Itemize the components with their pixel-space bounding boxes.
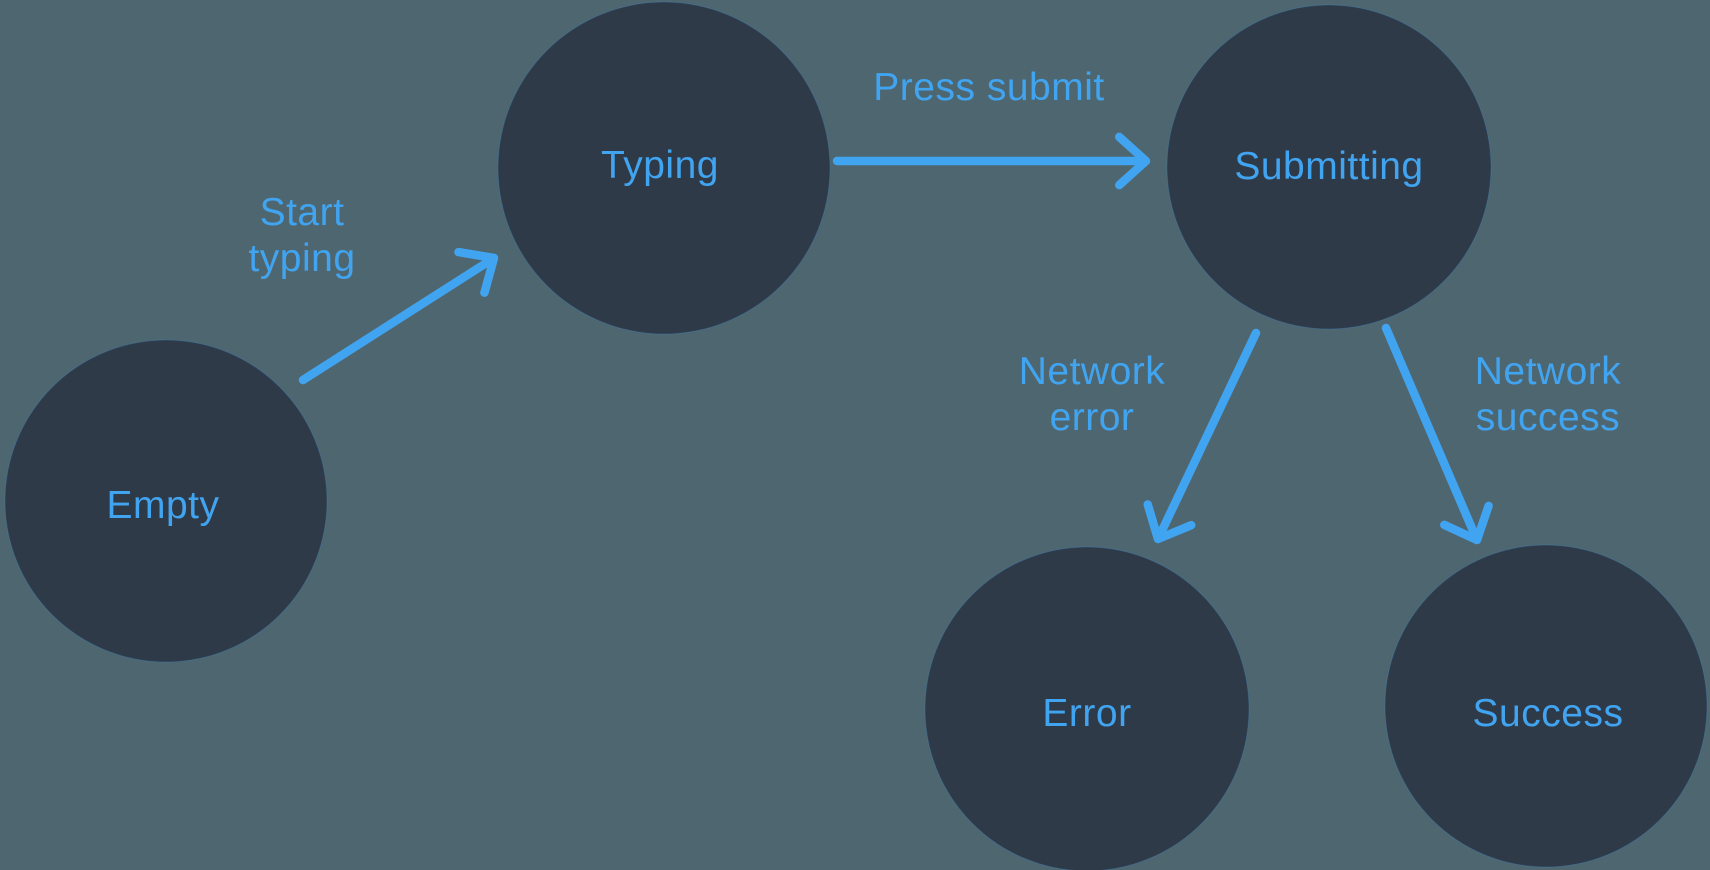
- transition-label-network-success-line1: Network: [1475, 350, 1622, 393]
- transition-label-network-error-line1: Network: [1019, 350, 1166, 393]
- state-node-success: [1384, 544, 1708, 868]
- state-success: Success: [1384, 544, 1708, 868]
- transition-press-submit: Press submit: [832, 66, 1151, 190]
- arrowhead-icon-network-success: [1440, 501, 1493, 545]
- arrowhead-icon-start-typing: [454, 247, 499, 297]
- state-label-error: Error: [1042, 692, 1131, 735]
- state-label-success: Success: [1473, 692, 1624, 735]
- state-label-empty: Empty: [106, 484, 219, 527]
- arrowhead-icon-press-submit: [1114, 132, 1151, 190]
- state-label-submitting: Submitting: [1234, 145, 1423, 188]
- transition-arrow-shaft-network-success: [1381, 323, 1480, 541]
- transition-label-start-typing-line1: Start: [260, 191, 345, 234]
- state-node-submitting: [1166, 4, 1492, 330]
- transition-arrow-shaft-start-typing: [298, 255, 495, 385]
- transition-label-network-error-line2: error: [1050, 396, 1135, 439]
- state-typing: Typing: [497, 1, 831, 335]
- transition-label-start-typing-line2: typing: [248, 237, 355, 280]
- state-error: Error: [924, 546, 1250, 870]
- state-empty: Empty: [4, 339, 328, 663]
- transition-arrow-shaft-network-error: [1155, 328, 1261, 540]
- state-node-typing: [497, 1, 831, 335]
- arrowhead-icon-network-error: [1143, 500, 1196, 544]
- transition-label-press-submit-line1: Press submit: [873, 66, 1104, 109]
- transition-label-network-success-line2: success: [1476, 396, 1620, 439]
- state-node-empty: [4, 339, 328, 663]
- state-node-error: [924, 546, 1250, 870]
- state-label-typing: Typing: [601, 144, 719, 187]
- state-submitting: Submitting: [1166, 4, 1492, 330]
